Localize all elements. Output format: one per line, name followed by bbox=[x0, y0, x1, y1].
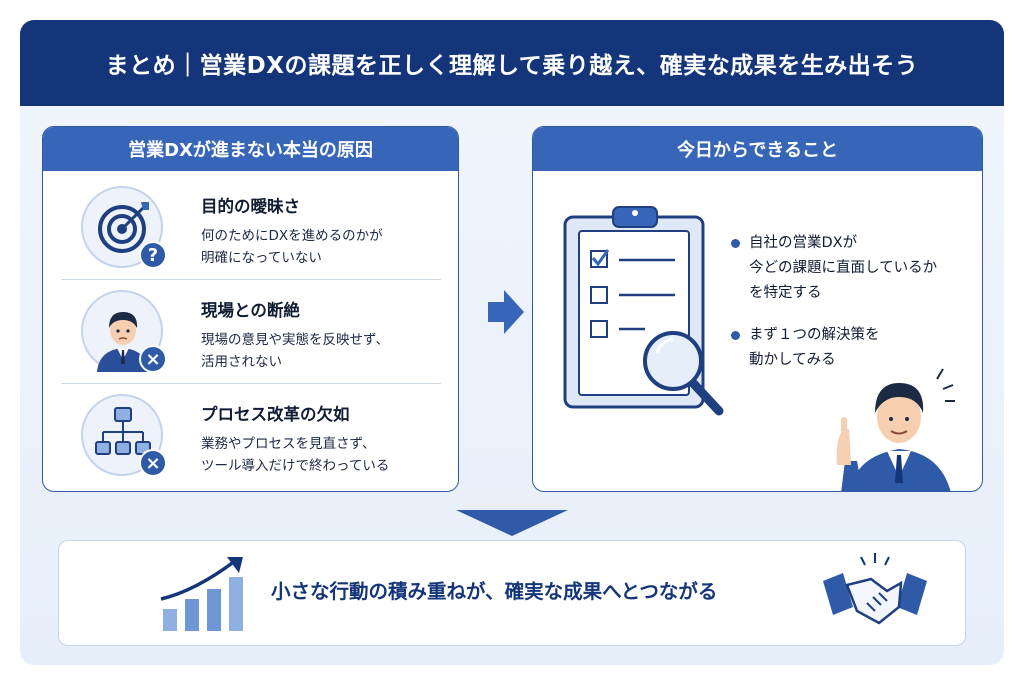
action-line: まず１つの解決策を bbox=[749, 327, 880, 343]
causes-panel-title: 営業DXが進まない本当の原因 bbox=[43, 127, 458, 171]
cross-badge-icon: × bbox=[139, 449, 167, 477]
divider bbox=[61, 383, 441, 384]
cause-item-purpose: ? 目的の曖昧さ 何のためにDXを進めるのかが 明確になっていない bbox=[43, 177, 458, 279]
action-text: 自社の営業DXが 今どの課題に直面しているか を特定する bbox=[749, 231, 937, 306]
action-line: 今どの課題に直面しているか bbox=[749, 260, 938, 276]
cause-desc: 業務やプロセスを見直さず、 ツール導入だけで終わっている bbox=[201, 433, 389, 477]
cause-title: 現場との断絶 bbox=[201, 301, 300, 320]
person-icon bbox=[81, 290, 163, 372]
causes-panel: 営業DXが進まない本当の原因 ? 目的の曖昧さ 何のためにDXを進めるのかが 明… bbox=[42, 126, 459, 492]
bullet-dot bbox=[731, 239, 740, 248]
summary-card: まとめ｜営業DXの課題を正しく理解して乗り越え、確実な成果を生み出そう 営業DX… bbox=[20, 20, 1004, 665]
cause-title: プロセス改革の欠如 bbox=[201, 405, 350, 424]
cause-desc-line: ツール導入だけで終わっている bbox=[201, 458, 390, 474]
cause-desc: 現場の意見や実態を反映せず、 活用されない bbox=[201, 329, 389, 373]
arrow-down-icon bbox=[456, 510, 568, 536]
conclusion-box: 小さな行動の積み重ねが、確実な成果へとつながる bbox=[58, 540, 966, 646]
question-badge-icon: ? bbox=[139, 241, 167, 269]
action-line: 動かしてみる bbox=[749, 352, 836, 368]
clipboard-checklist-icon bbox=[563, 206, 724, 416]
action-line: 自社の営業DXが bbox=[749, 235, 858, 251]
conclusion-message: 小さな行動の積み重ねが、確実な成果へとつながる bbox=[271, 580, 718, 603]
divider bbox=[61, 279, 441, 280]
growth-chart-icon bbox=[160, 557, 243, 631]
cause-desc-line: 業務やプロセスを見直さず、 bbox=[201, 436, 376, 452]
actions-panel-title: 今日からできること bbox=[533, 127, 982, 171]
action-text: まず１つの解決策を 動かしてみる bbox=[749, 323, 880, 373]
arrow-right-icon bbox=[488, 290, 524, 334]
businessman-pointing-icon bbox=[836, 368, 955, 491]
action-line: を特定する bbox=[749, 285, 822, 301]
bullet-dot bbox=[731, 331, 740, 340]
handshake-icon bbox=[823, 553, 927, 625]
cause-desc-line: 何のためにDXを進めるのかが bbox=[201, 228, 383, 244]
cause-item-process: × プロセス改革の欠如 業務やプロセスを見直さず、 ツール導入だけで終わっている bbox=[43, 385, 458, 487]
cause-desc-line: 明確になっていない bbox=[201, 250, 322, 266]
cause-desc-line: 現場の意見や実態を反映せず、 bbox=[201, 332, 390, 348]
target-icon bbox=[81, 186, 163, 268]
cross-badge-icon: × bbox=[139, 345, 167, 373]
cause-title: 目的の曖昧さ bbox=[201, 197, 300, 216]
cause-desc-line: 活用されない bbox=[201, 354, 282, 370]
cause-item-disconnect: × 現場との断絶 現場の意見や実態を反映せず、 活用されない bbox=[43, 281, 458, 383]
actions-panel: 今日からできること 自社の営業DXが 今どの課題に直面しているか を特定する bbox=[532, 126, 983, 492]
cause-desc: 何のためにDXを進めるのかが 明確になっていない bbox=[201, 225, 383, 269]
page-title: まとめ｜営業DXの課題を正しく理解して乗り越え、確実な成果を生み出そう bbox=[20, 20, 1004, 106]
